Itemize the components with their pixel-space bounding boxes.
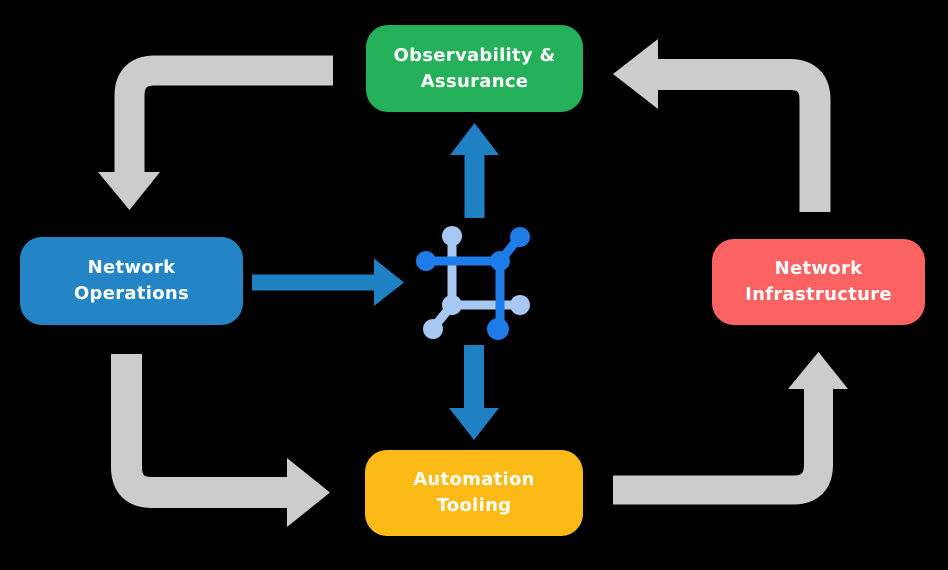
- arrow-observability-to-operations: [98, 55, 333, 210]
- node-automation-tooling: Automation Tooling: [365, 450, 583, 536]
- arrowhead-down: [449, 408, 499, 440]
- node-label-line2: Tooling: [436, 495, 512, 516]
- node-label-line2: Infrastructure: [745, 284, 892, 305]
- arrow-core-to-observability: [450, 123, 499, 218]
- node-label-line2: Assurance: [420, 70, 529, 92]
- node-network-infrastructure: Network Infrastructure: [712, 239, 925, 325]
- node-label-line1: Network: [87, 257, 176, 278]
- arrowhead-up: [450, 123, 499, 155]
- arrow-automation-to-infrastructure: [613, 352, 848, 505]
- node-observability-assurance: Observability & Assurance: [366, 25, 583, 112]
- network-mesh-icon-dark-branch: [416, 227, 530, 340]
- network-mesh-icon: [416, 226, 530, 340]
- arrow-operations-to-core: [252, 258, 404, 306]
- node-label-line1: Observability &: [393, 44, 556, 66]
- node-label-line1: Automation: [413, 469, 535, 490]
- node-label-line1: Network: [774, 258, 863, 279]
- arrow-operations-to-automation: [111, 354, 330, 527]
- arrowhead-left: [613, 39, 658, 109]
- node-network-operations: Network Operations: [20, 237, 243, 325]
- arrowhead-right: [374, 258, 404, 306]
- arrowhead-right: [287, 458, 330, 527]
- network-mesh-icon-light-branch: [423, 226, 530, 339]
- node-label-line2: Operations: [73, 283, 190, 304]
- arrow-infrastructure-to-observability: [613, 39, 831, 212]
- arrowhead-down: [98, 172, 160, 210]
- arrowhead-up: [788, 352, 848, 389]
- arrow-core-to-automation: [449, 345, 499, 440]
